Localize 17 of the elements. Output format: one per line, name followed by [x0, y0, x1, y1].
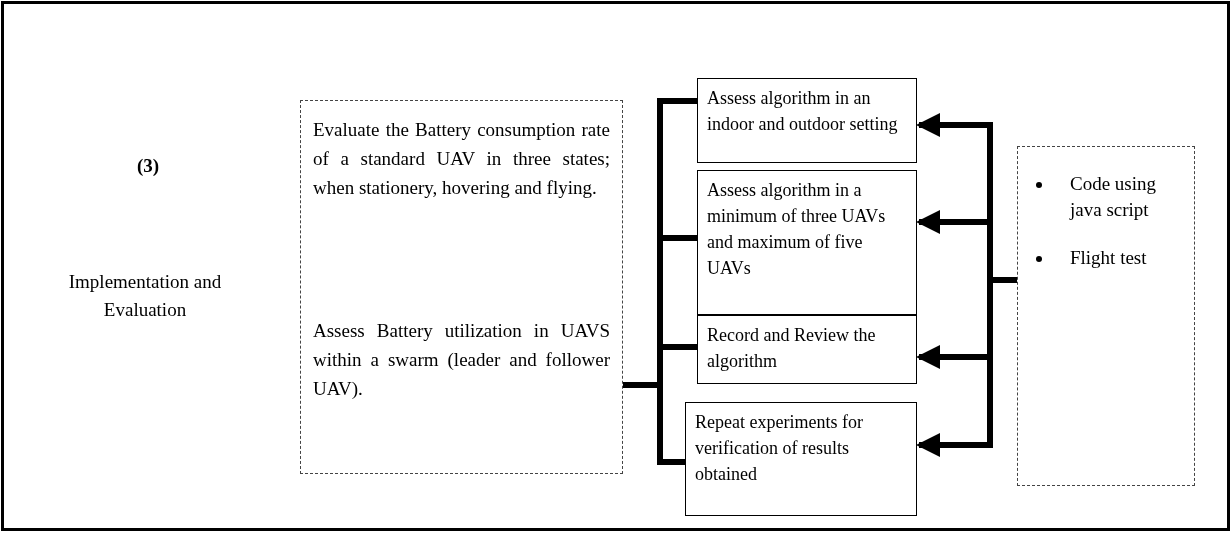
list-item-text: Flight test	[1070, 246, 1147, 270]
step-text: Assess algorithm in a minimum of three UAVs and maximum of five UAVs	[707, 179, 887, 280]
step-box	[697, 170, 917, 315]
description-text: Assess Battery utilization in UAVS within a swarm (leader and follower UAV).	[313, 319, 610, 401]
list-item-text: Code using java script	[1070, 172, 1158, 222]
step-text: Assess algorithm in an indoor and outdoor setting	[707, 87, 899, 136]
step-box	[685, 402, 917, 516]
dashed-box	[300, 100, 623, 474]
dashed-box	[1017, 146, 1195, 486]
description-text: Evaluate the Battery consumption rate of a standard UAV in three states; when stationery, hovering and flying.	[313, 118, 610, 200]
step-number: (3)	[137, 154, 160, 178]
step-text: Repeat experiments for verification of results obtained	[695, 411, 864, 486]
connector	[623, 382, 685, 465]
step-text: Record and Review the algorithm	[707, 324, 877, 373]
stage-title: Implementation and Evaluation	[67, 270, 223, 322]
step-box	[697, 78, 917, 163]
step-box	[697, 315, 917, 384]
